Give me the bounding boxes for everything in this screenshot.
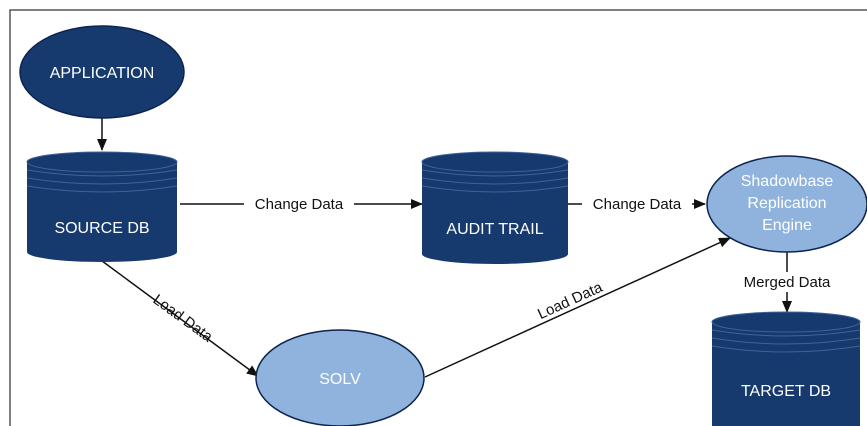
edge-label-change-data-2: Change Data (593, 196, 682, 213)
edge-source-to-audit: Change Data (180, 194, 423, 214)
node-source-db: SOURCE DB (26, 151, 178, 262)
node-audit-trail: AUDIT TRAIL (421, 151, 569, 264)
node-label-application: APPLICATION (50, 65, 155, 82)
edge-label-load-data-1: Load Data (150, 291, 217, 346)
edge-label-load-data-2: Load Data (535, 279, 606, 323)
node-label-shadowbase-line2: Replication (747, 195, 826, 212)
node-label-audit-trail: AUDIT TRAIL (446, 221, 543, 238)
node-label-source-db: SOURCE DB (54, 220, 149, 237)
diagram-frame (9, 9, 867, 426)
node-application: APPLICATION (19, 25, 185, 119)
node-label-solv: SOLV (319, 371, 361, 388)
node-label-target-db: TARGET DB (741, 383, 831, 400)
node-target-db: TARGET DB (711, 311, 861, 426)
node-label-shadowbase-line3: Engine (762, 217, 812, 234)
node-label-shadowbase-line1: Shadowbase (741, 173, 834, 190)
edge-label-merged-data: Merged Data (744, 274, 831, 291)
edge-source-to-solv: Load Data (97, 257, 259, 377)
edge-label-change-data-1: Change Data (255, 196, 344, 213)
edge-audit-to-shadowbase: Change Data (568, 194, 706, 214)
node-solv: SOLV (255, 329, 425, 426)
edge-shadowbase-to-target: Merged Data (733, 252, 841, 313)
node-shadowbase-replication-engine: Shadowbase Replication Engine (706, 155, 867, 253)
